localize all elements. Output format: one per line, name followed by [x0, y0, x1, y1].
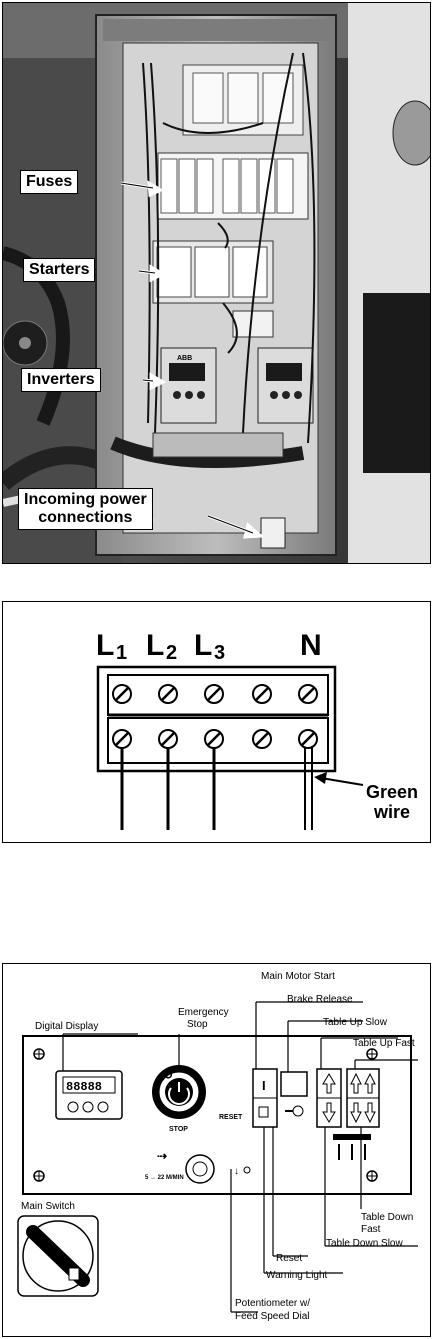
green-wire-label-line2: wire	[373, 802, 410, 822]
label-emergency-stop-1: Emergency	[178, 1007, 229, 1018]
starters-callout: Starters	[23, 258, 96, 282]
terminal-l3-subscript: 3	[214, 642, 225, 664]
terminal-n-label: N	[300, 629, 322, 662]
display-digits: 88888	[66, 1080, 102, 1094]
label-emergency-stop-2: Stop	[187, 1019, 208, 1030]
stop-panel-text: STOP	[169, 1126, 188, 1133]
label-reset: Reset	[276, 1253, 302, 1264]
label-table-down-fast-2: Fast	[361, 1224, 381, 1235]
label-potentiometer-2: Feed Speed Dial	[235, 1311, 310, 1322]
green-wire-label-line1: Green	[366, 782, 418, 802]
fuses-callout: Fuses	[20, 170, 79, 194]
feed-speed-icon: ⇢	[157, 1149, 167, 1163]
terminal-block-diagram: L 1 L 2 L 3 N	[2, 601, 431, 843]
motor-start-symbol-icon: ↻	[163, 1068, 173, 1082]
reset-panel-text: RESET	[219, 1114, 243, 1121]
start-glyph: I	[262, 1078, 266, 1093]
label-table-up-slow: Table Up Slow	[323, 1017, 388, 1028]
cabinet-illustration: ABB	[3, 3, 430, 563]
label-table-down-fast-1: Table Down	[361, 1212, 413, 1223]
terminal-l3-label: L	[194, 629, 212, 662]
label-table-down-slow: Table Down Slow	[326, 1238, 403, 1249]
warning-light-icon: ↓	[234, 1166, 239, 1177]
inverters-callout: Inverters	[21, 368, 101, 392]
label-main-motor-start: Main Motor Start	[261, 971, 335, 982]
label-brake-release: Brake Release	[287, 994, 353, 1005]
speed-range-text: 5 → 22 M/MIN	[145, 1175, 184, 1181]
terminal-l1-label: L	[96, 629, 114, 662]
label-warning-light: Warning Light	[266, 1270, 328, 1281]
terminal-l1-subscript: 1	[116, 642, 127, 664]
terminal-l2-label: L	[146, 629, 164, 662]
inverter-brand-label: ABB	[177, 355, 192, 362]
incoming-power-line2: connections	[38, 509, 133, 526]
control-panel-diagram: 88888 STOP ↻ I RESET	[2, 963, 431, 1337]
label-potentiometer-1: Potentiometer w/	[235, 1298, 310, 1309]
label-main-switch: Main Switch	[21, 1201, 75, 1212]
label-table-up-fast: Table Up Fast	[353, 1038, 415, 1049]
terminal-l2-subscript: 2	[166, 642, 177, 664]
incoming-power-line1: Incoming power	[24, 491, 147, 508]
terminal-block-drawing: L 1 L 2 L 3 N	[96, 629, 418, 830]
label-digital-display: Digital Display	[35, 1021, 98, 1032]
electrical-cabinet-photo: ABB Fuses Starters Inverters Incoming po…	[2, 2, 431, 564]
incoming-power-callout: Incoming power connections	[18, 488, 153, 530]
control-panel-drawing: 88888 STOP ↻ I RESET	[17, 971, 418, 1322]
